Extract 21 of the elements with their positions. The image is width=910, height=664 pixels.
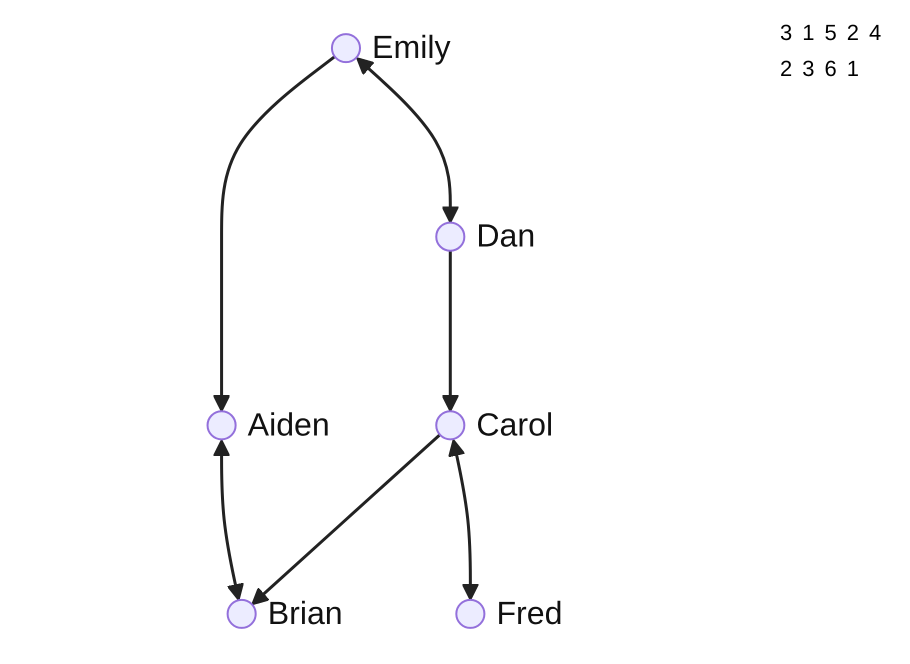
- weight-number: 1: [846, 56, 859, 82]
- arrow: [356, 57, 460, 224]
- node-name: Emily: [372, 29, 450, 66]
- node-name: Dan: [476, 218, 536, 254]
- arrow: [448, 439, 480, 601]
- weight-number: 3: [802, 56, 814, 82]
- weight-number: 5: [824, 20, 837, 46]
- weight-number: 4: [869, 20, 882, 46]
- weight-number: 2: [846, 20, 859, 46]
- weight-number: 1: [802, 20, 814, 46]
- node-name: Brian: [268, 594, 343, 631]
- weight-number: 6: [824, 56, 837, 82]
- node-name: Aiden: [248, 406, 330, 442]
- arrow: [212, 55, 336, 412]
- arrow: [212, 439, 244, 601]
- node-name: Fred: [496, 594, 562, 631]
- arrow: [441, 250, 460, 412]
- arrow: [251, 434, 441, 606]
- weight-number: 2: [780, 56, 792, 82]
- node-name: Carol: [476, 406, 554, 442]
- weight-number: 3: [780, 20, 792, 46]
